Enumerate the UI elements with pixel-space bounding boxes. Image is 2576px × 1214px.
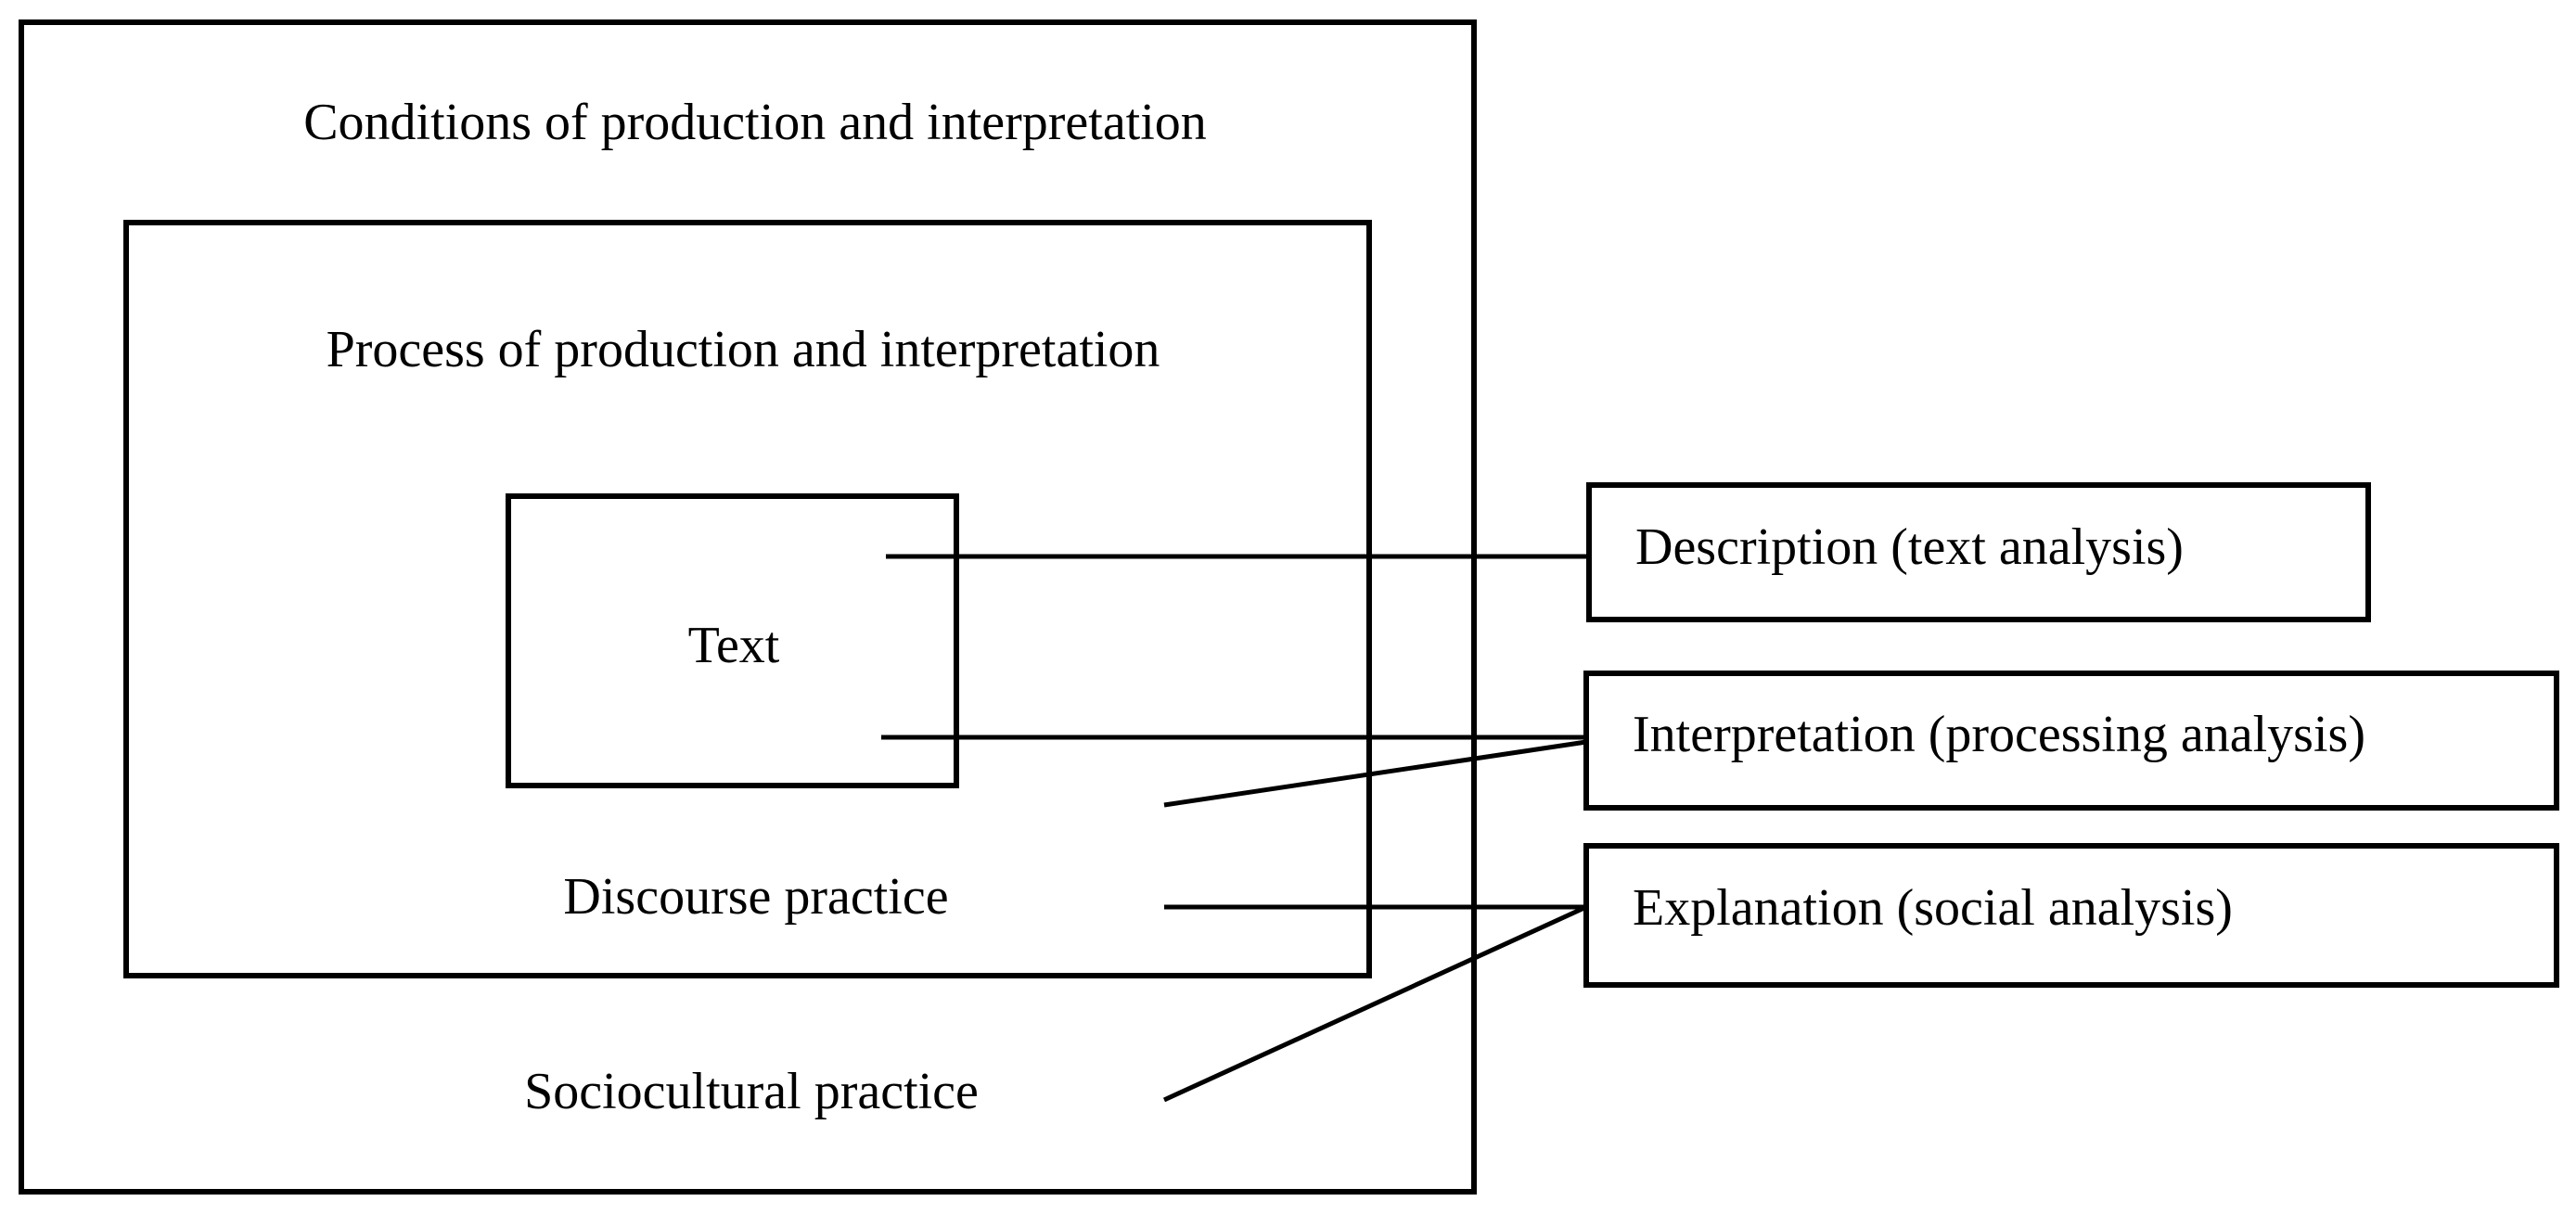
- conditions-label: Conditions of production and interpretat…: [303, 94, 1207, 151]
- interpretation-label: Interpretation (processing analysis): [1633, 706, 2365, 763]
- interpretation-box: [1583, 671, 2559, 811]
- discourse-practice-label: Discourse practice: [563, 868, 948, 926]
- description-label: Description (text analysis): [1635, 518, 2184, 576]
- text-box: [506, 493, 959, 788]
- explanation-box: [1583, 843, 2559, 988]
- text-label: Text: [688, 617, 780, 674]
- process-label: Process of production and interpretation: [327, 321, 1160, 378]
- description-box: [1586, 482, 2371, 622]
- conditions-box: [19, 19, 1477, 1195]
- connector-discourse-to-interpretation: [1163, 739, 1587, 808]
- process-box: [123, 220, 1372, 978]
- connector-sociocultural-to-explanation: [1162, 904, 1588, 1103]
- explanation-label: Explanation (social analysis): [1633, 879, 2233, 937]
- sociocultural-practice-label: Sociocultural practice: [524, 1063, 979, 1120]
